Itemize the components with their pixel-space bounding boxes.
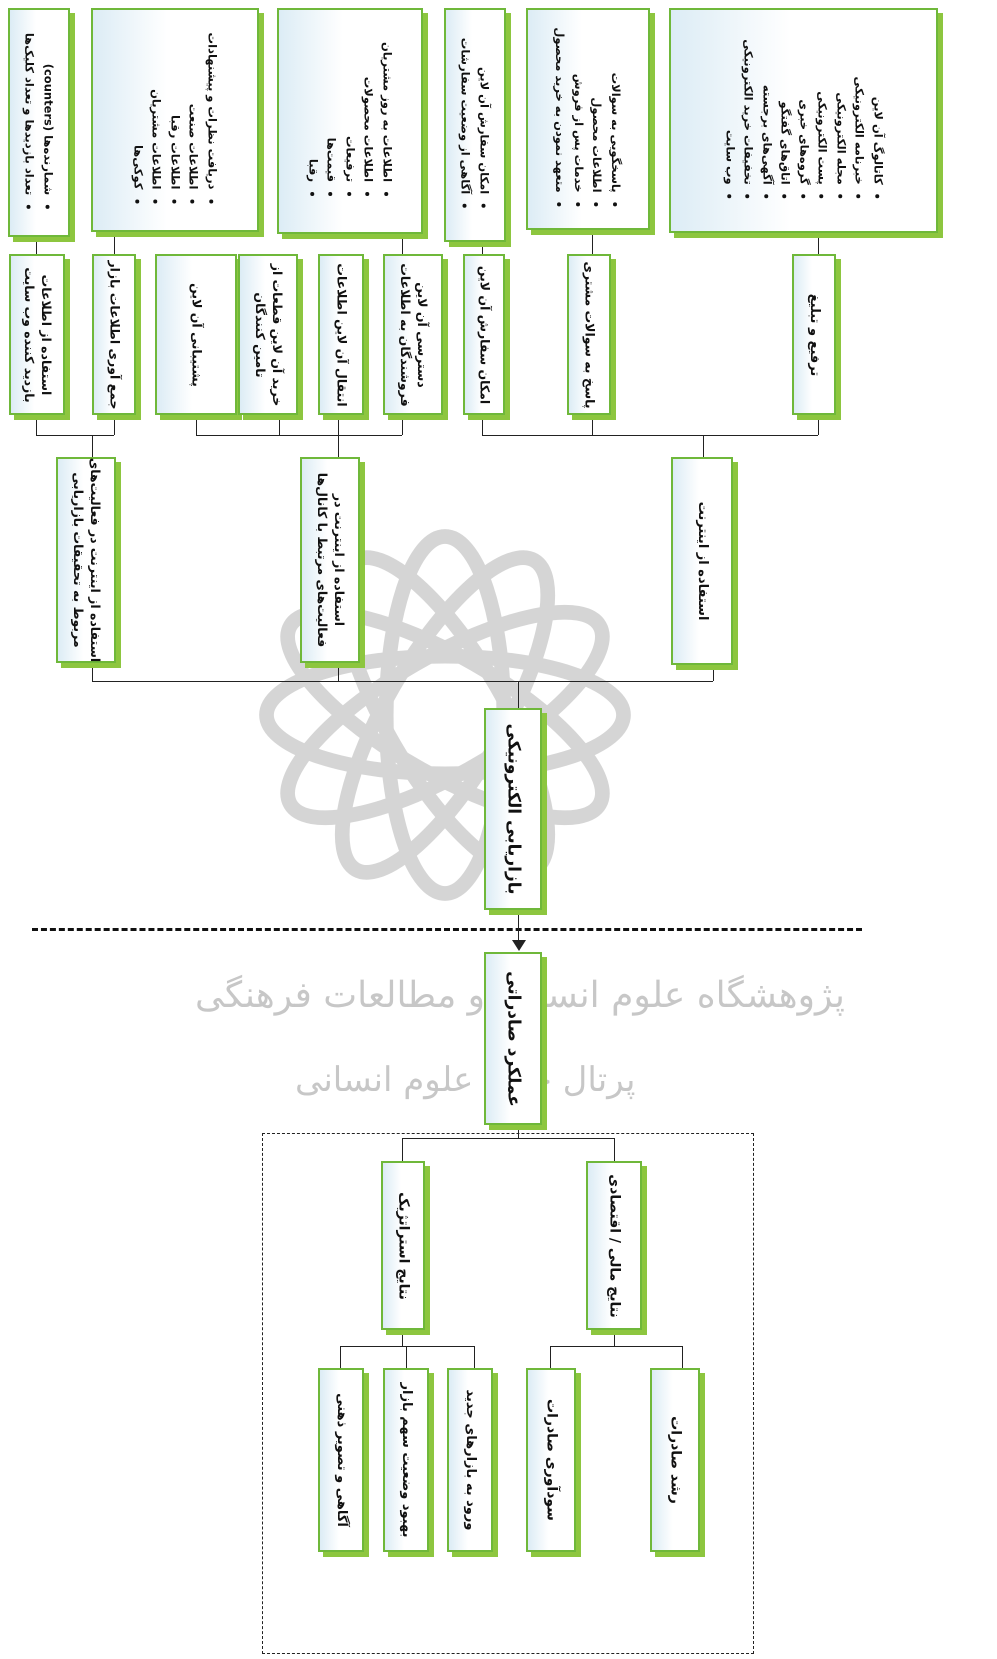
l2-box-marketing-research: استفاده از اینترنت در فعالیت‌های مربوط ب… xyxy=(56,457,116,663)
l2-box-channels: استفاده از اینترنت در فعالیت‌های مرتبط ب… xyxy=(300,457,360,663)
l2-box-internet-use: استفاده از اینترنت xyxy=(671,457,733,665)
list-item: شمارنده‌ها (counters) xyxy=(39,32,58,194)
list-item: تعداد بازدیدها و تعداد کلیک‌ها xyxy=(21,32,40,194)
l3-label: استفاده از اطلاعات xyxy=(38,274,54,395)
list-item: اتاق‌های گفتگو xyxy=(776,39,795,184)
outcome-label: نتایج استراتژیک xyxy=(395,1191,412,1300)
list-item: پست الکترونیکی xyxy=(813,39,832,184)
outcome-box-strategic: نتایج استراتژیک xyxy=(381,1161,425,1330)
l3-box-seller-access: دسترسی آن لاین فروشندگان به اطلاعات xyxy=(383,254,443,415)
list-item: پاسخگویی به سوالات xyxy=(607,27,626,193)
list-item: دریافت نظرات و پیشنهادات xyxy=(203,33,222,190)
list-item: قیمت‌ها xyxy=(322,42,341,182)
list-item: اطلاعات محصولات xyxy=(359,42,378,182)
list-box-promotion: کاتالوگ آن لاین خبرنامه الکترونیکی مجله … xyxy=(669,8,938,233)
list-box-ordering: امکان سفارش آن لاین آگاهی از وضعیت سفارش… xyxy=(444,8,506,242)
l3-label: پشتیبانی آن لاین xyxy=(189,282,205,387)
result-box-market-share: بهبود وضعیت سهم بازار xyxy=(383,1368,429,1552)
list-item: وب سایت xyxy=(720,39,739,184)
l3-box-info-transfer: انتقال آن لاین اطلاعات xyxy=(318,254,364,415)
list-box-visitor-data: شمارنده‌ها (counters) تعداد بازدیدها و ت… xyxy=(8,8,70,237)
root-box-e-marketing: بازاریابی الکترونیکی xyxy=(484,708,542,910)
list-item: خدمات پس از فروش xyxy=(570,27,589,193)
l3-box-visitor-info: استفاده از اطلاعات بازدید کننده وب سایت xyxy=(9,254,65,415)
result-item-label: بهبود وضعیت سهم بازار xyxy=(398,1382,414,1538)
l3-box-promotion: ترفیع و تبلیغ xyxy=(792,254,836,415)
l2-label: استفاده از اینترنت در xyxy=(331,493,347,627)
list-item: کاتالوگ آن لاین xyxy=(868,39,887,184)
result-box-awareness-image: آگاهی و تصویر ذهنی xyxy=(318,1368,364,1552)
arrow-down-icon xyxy=(512,940,526,951)
list-item: خبرنامه الکترونیکی xyxy=(850,39,869,184)
result-box-export-growth: رشد صادرات xyxy=(650,1368,700,1552)
result-item-label: رشد صادرات xyxy=(667,1416,684,1504)
l3-box-customer-answers: پاسخ به سوالات مشتری xyxy=(567,254,611,415)
list-item: ترفیعات xyxy=(341,42,360,182)
l3-label: جمع آوری اطلاعات بازار xyxy=(107,259,123,410)
list-item: تخفیفات خرید الکترونیکی xyxy=(739,39,758,184)
l3-label: دسترسی آن لاین xyxy=(414,281,430,388)
l3-label: انتقال آن لاین اطلاعات xyxy=(334,262,350,407)
list-box-market-data: دریافت نظرات و پیشنهادات اطلاعات صنعت اط… xyxy=(91,8,259,232)
l3-label: پاسخ به سوالات مشتری xyxy=(582,260,598,409)
l3-label: فروشندگان به اطلاعات xyxy=(398,262,413,407)
result-item-label: سودآوری صادرات xyxy=(543,1399,560,1521)
separator-line xyxy=(32,928,862,931)
list-item: کوکی‌ها xyxy=(129,33,148,190)
list-item: مجله الکترونیکی xyxy=(831,39,850,184)
l2-label: مربوط به تحقیقات بازاریابی xyxy=(71,472,86,648)
outcome-box-financial: نتایج مالی / اقتصادی xyxy=(586,1161,642,1330)
l3-label: خرید آن لاین قطعات از xyxy=(269,263,285,406)
list-box-channel-data: اطلاعات به روز مشتریان اطلاعات محصولات ت… xyxy=(277,8,423,234)
list-box-customer-questions: پاسخگویی به سوالات اطلاعات محصول خدمات پ… xyxy=(526,8,650,230)
list-item: اطلاعات صنعت xyxy=(184,33,203,190)
list-item: اطلاعات مشتریان xyxy=(147,33,166,189)
list-item: اطلاعات به روز مشتریان xyxy=(378,42,397,182)
l2-label: استفاده از اینترنت xyxy=(694,501,710,621)
result-label: عملکرد صادراتی xyxy=(503,970,524,1107)
watermark-logo xyxy=(259,529,631,901)
l3-label: بازدید کننده وب سایت xyxy=(22,266,37,403)
l3-label: امکان سفارش آن لاین xyxy=(477,265,493,404)
l2-label: فعالیت‌های مرتبط با کانال‌ها xyxy=(315,472,330,648)
result-box-new-markets: ورود به بازارهای جدید xyxy=(447,1368,493,1552)
l3-box-market-info: جمع آوری اطلاعات بازار xyxy=(92,254,136,415)
result-box-export-profitability: سودآوری صادرات xyxy=(526,1368,576,1552)
list-item: آگهی‌های برجسته xyxy=(757,39,776,184)
result-item-label: آگاهی و تصویر ذهنی xyxy=(333,1393,349,1527)
l3-box-online-purchase: خرید آن لاین قطعات از تامین کنندگان xyxy=(238,254,298,415)
list-item: رقبا xyxy=(304,42,323,182)
list-item: متعهد نمودن به خرید محصول xyxy=(551,27,570,192)
root-label: بازاریابی الکترونیکی xyxy=(503,723,524,895)
result-item-label: ورود به بازارهای جدید xyxy=(462,1389,478,1531)
list-item: امکان سفارش آن لاین xyxy=(475,38,494,194)
l3-box-online-order: امکان سفارش آن لاین xyxy=(463,254,505,415)
result-box-export-performance: عملکرد صادراتی xyxy=(484,952,542,1125)
list-item: گروه‌های خبری xyxy=(794,39,813,184)
list-item: آگاهی از وضعیت سفارشات xyxy=(457,38,476,194)
l3-label: تامین کنندگان xyxy=(253,291,268,378)
l3-box-online-support: پشتیبانی آن لاین xyxy=(155,254,237,415)
results-region xyxy=(262,1133,754,1654)
list-item: اطلاعات رقبا xyxy=(166,33,185,189)
list-item: اطلاعات محصول xyxy=(588,27,607,192)
watermark-text-2: پرتال جامع علوم انسانی xyxy=(295,1060,636,1100)
outcome-label: نتایج مالی / اقتصادی xyxy=(606,1173,623,1318)
l2-label: استفاده از اینترنت در فعالیت‌های xyxy=(87,457,103,663)
l3-label: ترفیع و تبلیغ xyxy=(806,293,822,376)
